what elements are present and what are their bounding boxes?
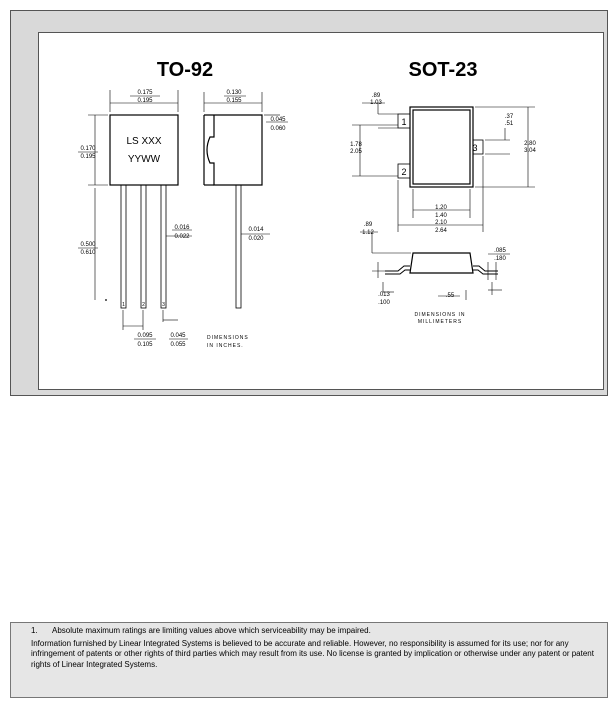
note-1: 1. Absolute maximum ratings are limiting … xyxy=(31,626,599,637)
drawing-panel xyxy=(38,32,604,390)
package-drawing: TO-92 SOT-23 LS XXX YYWW 1 2 3 0.175 0.1… xyxy=(78,59,536,349)
to92-side-view xyxy=(203,114,263,309)
sot23-pad-top-max: 1.03 xyxy=(370,100,382,106)
to92-pin-3-label: 3 xyxy=(162,302,165,308)
sot23-top-dimensions: .89 1.03 1.78 2.05 .37 .51 2.80 3.04 1.2… xyxy=(350,93,536,234)
to92-pitch2-min: 0.045 xyxy=(170,333,186,339)
sot23-body-min: 1.20 xyxy=(435,205,447,211)
sot23-lead-foot-min: .085 xyxy=(494,248,506,254)
to92-marking-line2: YYWW xyxy=(128,154,161,165)
sot23-pad-right-min: .37 xyxy=(505,114,514,120)
to92-lead-width-min: 0.016 xyxy=(174,225,190,231)
to92-tab-min: 0.045 xyxy=(270,117,286,123)
to92-title: TO-92 xyxy=(157,59,213,81)
sot23-pin-2-label: 2 xyxy=(401,167,406,177)
to92-front-view: LS XXX YYWW 1 2 3 xyxy=(109,114,179,309)
to92-pitch-max: 0.105 xyxy=(137,342,153,348)
to92-units-note-line1: DIMENSIONS xyxy=(207,335,249,341)
sot23-height-left-min: 1.78 xyxy=(350,142,362,148)
disclaimer-text: Information furnished by Linear Integrat… xyxy=(31,638,594,669)
sot23-units-note-line1: DIMENSIONS IN xyxy=(414,312,465,318)
sot23-span-max: 2.64 xyxy=(435,228,447,234)
sot23-top-view: 1 2 3 xyxy=(397,106,484,188)
to92-body-height-max: 0.195 xyxy=(80,154,96,160)
to92-units-note-line2: IN INCHES. xyxy=(207,343,244,349)
sot23-height-right-max: 3.04 xyxy=(524,148,536,154)
to92-marking-line1: LS XXX xyxy=(126,136,161,147)
to92-pitch-dimension: 0.095 0.105 0.045 0.055 xyxy=(122,310,188,348)
sot23-pad-right-max: .51 xyxy=(505,121,514,127)
to92-lead-length-max: 0.610 xyxy=(80,250,96,256)
sot23-pin-3-label: 3 xyxy=(472,143,477,153)
to92-lead-thickness-min: 0.014 xyxy=(248,227,264,233)
sot23-pad-top-min: .89 xyxy=(372,93,381,99)
to92-width-min: 0.175 xyxy=(137,90,153,96)
sot23-height-right-min: 2.80 xyxy=(524,141,536,147)
sot23-standoff-min: .013 xyxy=(378,292,390,298)
sot23-span-min: 2.10 xyxy=(435,220,447,226)
sot23-title: SOT-23 xyxy=(409,59,478,81)
note-1-text: Absolute maximum ratings are limiting va… xyxy=(52,626,371,635)
to92-tab-max: 0.060 xyxy=(270,126,286,132)
sot23-side-thick-max: 1.12 xyxy=(362,230,374,236)
sot23-units-note-line2: MILLIMETERS xyxy=(418,319,462,325)
sot23-standoff-max: .100 xyxy=(378,300,390,306)
sot23-side-dimensions: .89 1.12 .013 .100 .085 .180 .55 xyxy=(360,222,510,306)
to92-pin-2-label: 2 xyxy=(142,302,145,308)
to92-width-dimension: 0.175 0.195 xyxy=(109,90,179,112)
to92-pitch-min: 0.095 xyxy=(137,333,153,339)
sot23-body-max: 1.40 xyxy=(435,213,447,219)
to92-lead-length-min: 0.500 xyxy=(80,242,96,248)
to92-lead-width-dimension: 0.016 0.022 xyxy=(166,225,192,240)
sot23-lead-foot-max: .180 xyxy=(494,256,506,262)
to92-side-depth-max: 0.155 xyxy=(226,98,242,104)
sot23-pin-1-label: 1 xyxy=(401,117,406,127)
note-1-number: 1. xyxy=(31,626,38,635)
sot23-side-thick-min: .89 xyxy=(364,222,373,228)
to92-body-height-dimension: 0.170 0.195 xyxy=(78,114,108,186)
to92-lead-thickness-max: 0.020 xyxy=(248,236,264,242)
to92-side-depth-min: 0.130 xyxy=(226,90,242,96)
drawing-panel-frame xyxy=(10,10,608,396)
to92-lead-width-max: 0.022 xyxy=(174,234,190,240)
sot23-height-left-max: 2.05 xyxy=(350,149,362,155)
sot23-gullwing-value: .55 xyxy=(446,293,455,299)
notes-box: 1. Absolute maximum ratings are limiting … xyxy=(10,622,608,698)
to92-side-dimension: 0.130 0.155 0.045 0.060 0.014 0.020 xyxy=(203,90,288,242)
to92-lead-length-dimension: 0.500 0.610 xyxy=(78,188,107,301)
to92-body-height-min: 0.170 xyxy=(80,146,96,152)
to92-width-max: 0.195 xyxy=(137,98,153,104)
sot23-side-view xyxy=(385,252,498,275)
to92-pitch2-max: 0.055 xyxy=(170,342,186,348)
to92-pin-1-label: 1 xyxy=(122,302,125,308)
